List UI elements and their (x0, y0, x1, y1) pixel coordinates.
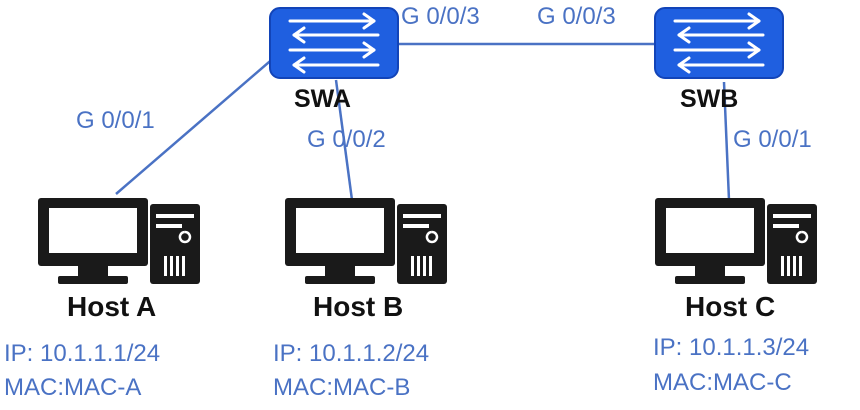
switch-icon (268, 6, 400, 80)
host-name-b: Host B (313, 291, 404, 322)
link-swa-host-b (334, 79, 354, 201)
switch-name-swa: SWA (294, 85, 351, 113)
switch-icon (653, 6, 785, 80)
port-label-swa-g002: G 0/0/2 (307, 126, 386, 153)
links (115, 42, 731, 201)
link-swb-host-c (722, 81, 731, 201)
host-name-a: Host A (67, 291, 157, 322)
host-a-mac: MAC:MAC-A (4, 374, 142, 401)
host-name-c: Host C (685, 291, 776, 322)
computer-icon (36, 196, 202, 286)
host-a-ip: IP: 10.1.1.1/24 (4, 340, 161, 367)
host-c-mac: MAC:MAC-C (653, 369, 792, 396)
port-label-swb-g003: G 0/0/3 (537, 3, 616, 30)
switch-name-swb: SWB (680, 85, 739, 113)
computer-icon (653, 196, 819, 286)
link-swa-host-a (115, 49, 284, 195)
port-label-swa-g003: G 0/0/3 (401, 3, 480, 30)
port-label-swa-g001: G 0/0/1 (76, 107, 155, 134)
host-b-ip: IP: 10.1.1.2/24 (273, 340, 430, 367)
host-c-ip: IP: 10.1.1.3/24 (653, 334, 810, 361)
computer-icon (283, 196, 449, 286)
port-label-swb-g001: G 0/0/1 (733, 126, 812, 153)
host-b-mac: MAC:MAC-B (273, 374, 411, 401)
